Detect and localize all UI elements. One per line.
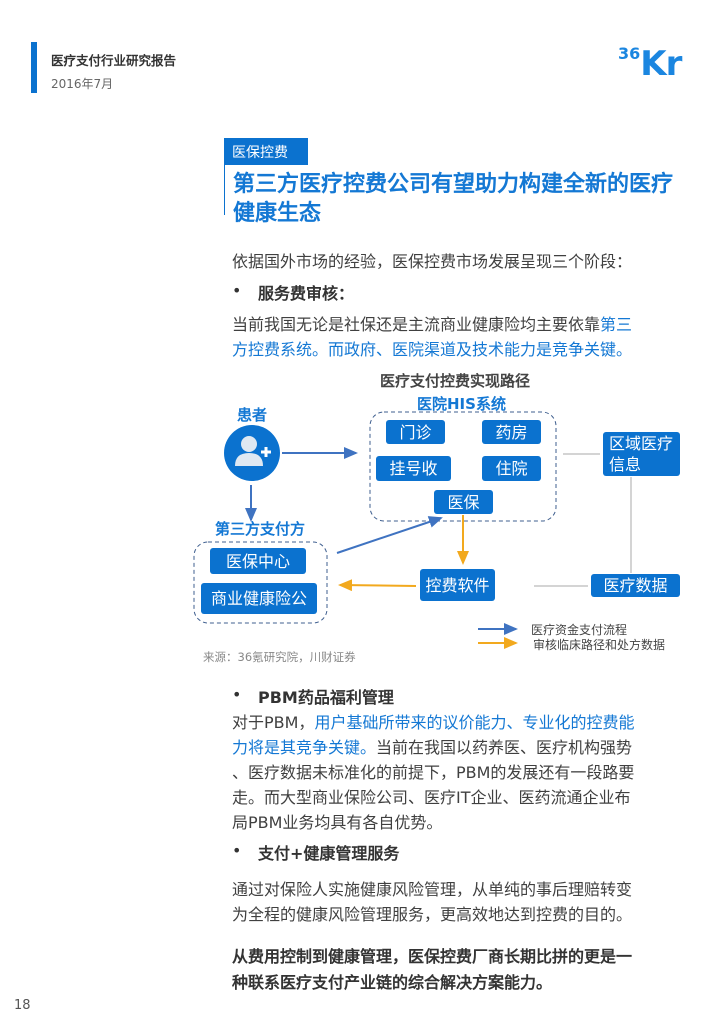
source-note: 来源：36氪研究院，川财证券	[203, 650, 356, 664]
highlight-text: 第三	[600, 315, 633, 334]
medical-data-box: 医疗数据	[591, 574, 680, 597]
diagram-title: 医疗支付控费实现路径	[380, 372, 531, 390]
bullet-dot: •	[232, 685, 242, 704]
bullet-2-line-2: 力将是其竞争关键。当前在我国以药养医、医疗机构强势	[232, 735, 632, 760]
logo-text: Kr	[640, 44, 682, 84]
text: 当前在我国以药养医、医疗机构强势	[376, 738, 633, 757]
bullet-1-line-1: 当前我国无论是社保还是主流商业健康险均主要依靠第三	[232, 312, 632, 337]
section-title: 第三方医疗控费公司有望助力构建全新的医疗健康生态	[233, 172, 674, 226]
bullet-2-line-4: 走。而大型商业保险公司、医疗IT企业、医药流通企业布	[232, 788, 631, 807]
arrow-payer-insurance	[336, 516, 443, 554]
bullet-title-1: 服务费审核：	[258, 284, 355, 303]
intro-text: 依据国外市场的经验，医保控费市场发展呈现三个阶段：	[232, 252, 633, 271]
header-accent-bar	[31, 42, 37, 93]
bullet-title-2: PBM药品福利管理	[258, 688, 394, 707]
bullet-3-line-1: 通过对保险人实施健康风险管理，从单纯的事后理赔转变	[232, 880, 633, 899]
his-box-inpatient: 住院	[482, 456, 541, 481]
payer-box-insurance-center: 医保中心	[210, 548, 306, 574]
title-rule	[224, 165, 225, 215]
text: 对于PBM，	[232, 713, 315, 732]
arrow-software-payer	[338, 579, 417, 592]
his-label: 医院HIS系统	[417, 395, 506, 413]
bullet-2-line-3: 、医疗数据未标准化的前提下，PBM的发展还有一段路要	[232, 763, 635, 782]
bullet-title-3: 支付+健康管理服务	[258, 844, 400, 863]
report-date: 2016年7月	[51, 77, 114, 91]
his-box-insurance: 医保	[434, 490, 493, 514]
his-box-pharmacy: 药房	[482, 420, 541, 444]
patient-label: 患者	[237, 406, 268, 424]
page-number: 18	[14, 998, 31, 1013]
highlight-text: 力将是其竞争关键。	[232, 738, 377, 757]
report-title: 医疗支付行业研究报告	[51, 53, 177, 68]
legend-blue-label: 医疗资金支付流程	[531, 623, 628, 637]
bullet-2-line-1: 对于PBM，用户基础所带来的议价能力、专业化的控费能	[232, 710, 634, 735]
regional-info-box: 区域医疗信息	[603, 432, 680, 476]
legend-yellow-label: 审核临床路径和处方数据	[533, 638, 666, 652]
36kr-logo: 36Kr	[618, 44, 682, 84]
highlight-text: 用户基础所带来的议价能力、专业化的控费能	[314, 713, 635, 732]
bullet-2-line-5: 局PBM业务均具有各自优势。	[232, 813, 443, 832]
text: 当前我国无论是社保还是主流商业健康险均主要依靠	[232, 315, 601, 334]
logo-num: 36	[618, 44, 641, 63]
payer-label: 第三方支付方	[215, 520, 306, 538]
highlight-text: 方控费系统。而政府、医院渠道及技术能力是竞争关键。	[232, 340, 633, 359]
payer-box-commercial: 商业健康险公	[201, 583, 317, 614]
control-software-box: 控费软件	[420, 569, 495, 601]
patient-icon	[224, 425, 280, 481]
his-box-registration: 挂号收	[376, 456, 451, 481]
bullet-3-line-2: 为全程的健康风险管理服务，更高效地达到控费的目的。	[232, 905, 633, 924]
conclusion-line-2: 种联系医疗支付产业链的综合解决方案能力。	[232, 973, 553, 992]
bullet-1-line-2: 方控费系统。而政府、医院渠道及技术能力是竞争关键。	[232, 337, 632, 362]
bullet-dot: •	[232, 841, 242, 860]
payer-group-box	[193, 541, 328, 624]
section-tag: 医保控费	[224, 138, 308, 165]
his-group-box	[369, 411, 557, 522]
conclusion-line-1: 从费用控制到健康管理，医保控费厂商长期比拼的更是一	[232, 947, 633, 966]
bullet-dot: •	[232, 281, 242, 300]
his-box-outpatient: 门诊	[386, 420, 445, 444]
